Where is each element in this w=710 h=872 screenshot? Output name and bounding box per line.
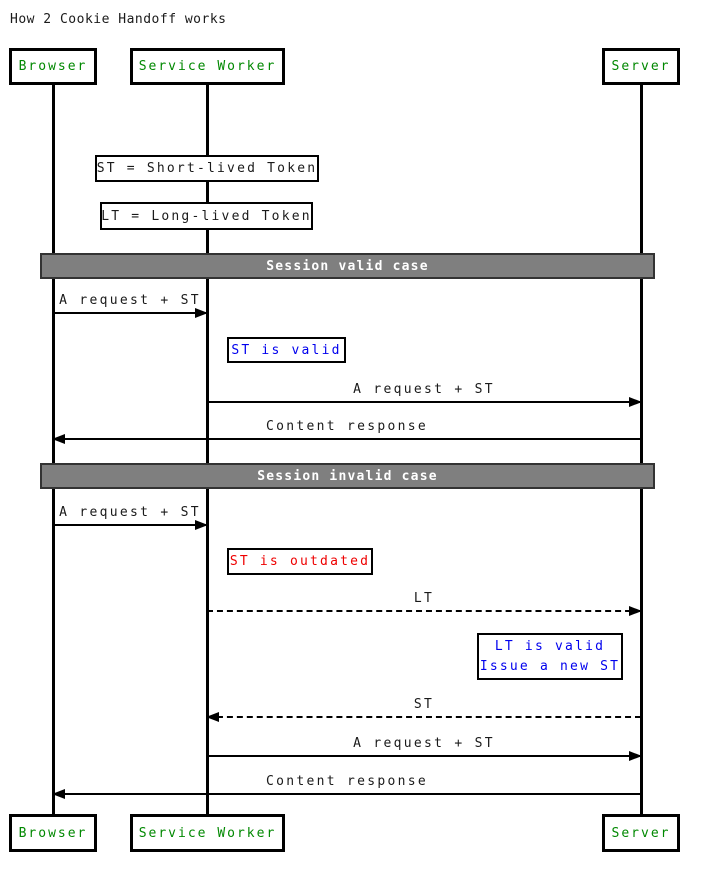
arrowhead-left-icon [52, 434, 65, 444]
note-lt-definition: LT = Long-lived Token [100, 202, 313, 230]
arrowhead-right-icon [195, 308, 208, 318]
message-label-request-st-1: A request + ST [59, 293, 201, 308]
message-label-st: ST [413, 697, 435, 712]
actor-service-worker-bottom: Service Worker [130, 814, 285, 852]
arrow-server-to-browser-2 [52, 789, 641, 799]
actor-browser-bottom: Browser [9, 814, 97, 852]
actor-server-top: Server [602, 48, 680, 85]
arrow-sw-to-server-2 [207, 751, 642, 761]
message-label-content-response-2: Content response [265, 774, 429, 789]
arrow-line [53, 438, 641, 440]
arrow-browser-to-sw-2 [53, 520, 208, 530]
arrowhead-left-icon [206, 712, 219, 722]
divider-session-invalid: Session invalid case [40, 463, 655, 489]
note-lt-valid: LT is valid Issue a new ST [477, 633, 623, 680]
arrowhead-right-icon [629, 606, 642, 616]
arrow-line [53, 312, 207, 314]
lifeline-service-worker [205, 85, 209, 814]
arrow-line [207, 401, 641, 403]
actor-service-worker-top: Service Worker [130, 48, 285, 85]
message-label-content-response-1: Content response [265, 419, 429, 434]
message-label-request-st-4: A request + ST [353, 736, 495, 751]
arrowhead-right-icon [629, 397, 642, 407]
message-label-request-st-2: A request + ST [353, 382, 495, 397]
diagram-title: How 2 Cookie Handoff works [10, 12, 227, 27]
note-lt-valid-line2: Issue a new ST [479, 658, 621, 674]
arrow-sw-to-server-1 [207, 397, 642, 407]
arrowhead-right-icon [195, 520, 208, 530]
actor-server-bottom: Server [602, 814, 680, 852]
arrow-line [53, 524, 207, 526]
note-st-valid: ST is valid [227, 337, 346, 363]
arrow-sw-to-server-lt [207, 606, 642, 616]
divider-session-valid: Session valid case [40, 253, 655, 279]
lifeline-browser [51, 85, 55, 814]
arrow-line [53, 793, 641, 795]
note-st-outdated: ST is outdated [227, 548, 373, 575]
arrow-server-to-sw-st [206, 712, 641, 722]
message-label-request-st-3: A request + ST [59, 505, 201, 520]
arrow-server-to-browser-1 [52, 434, 641, 444]
arrowhead-right-icon [629, 751, 642, 761]
arrow-line-dashed [207, 610, 641, 612]
note-lt-valid-line1: LT is valid [494, 638, 606, 654]
arrowhead-left-icon [52, 789, 65, 799]
arrow-browser-to-sw-1 [53, 308, 208, 318]
note-st-definition: ST = Short-lived Token [95, 155, 319, 182]
arrow-line [207, 755, 641, 757]
message-label-lt: LT [413, 591, 435, 606]
arrow-line-dashed [207, 716, 641, 718]
actor-browser-top: Browser [9, 48, 97, 85]
lifeline-server [639, 85, 643, 814]
